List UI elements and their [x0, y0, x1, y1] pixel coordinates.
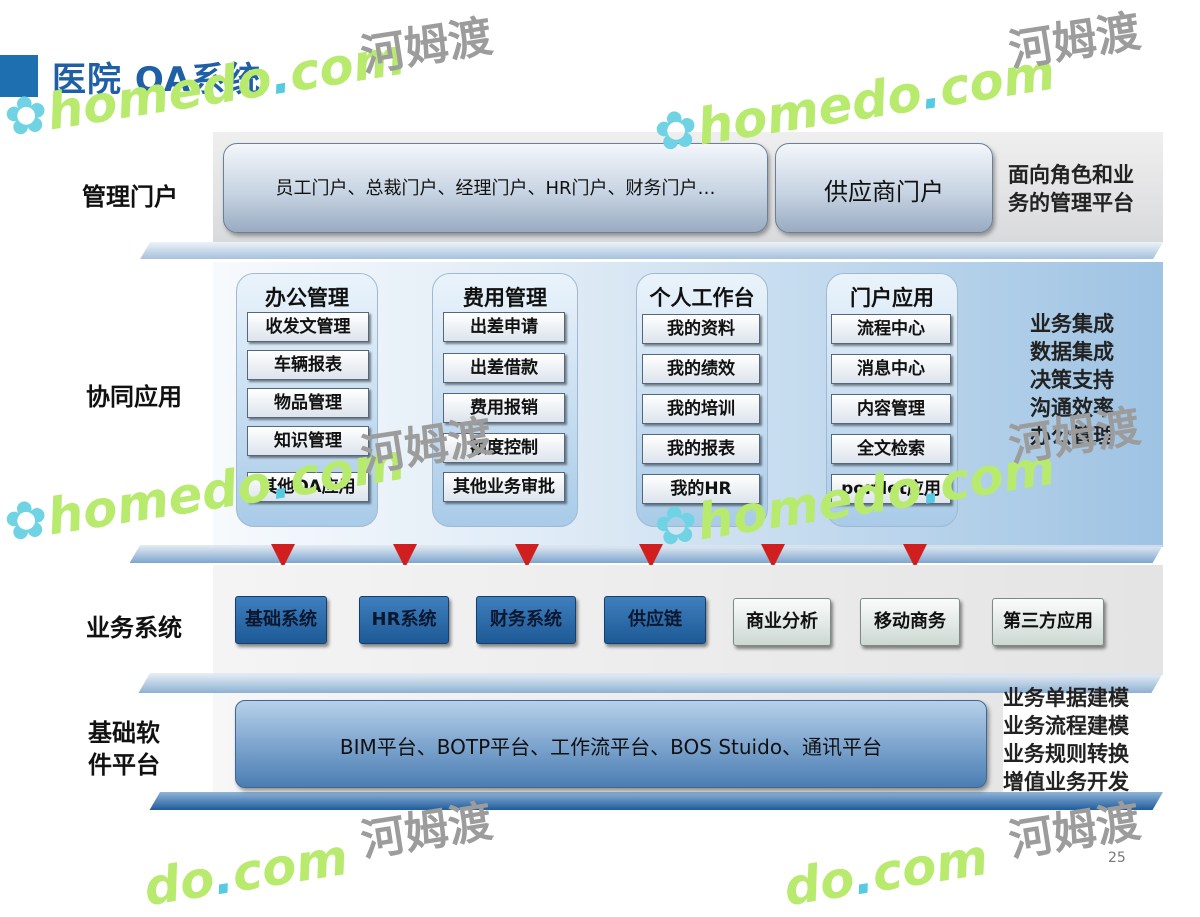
title-accent-bar: [0, 55, 38, 97]
collab-side-text: 业务集成 数据集成 决策支持 沟通效率 办公管理: [1030, 310, 1114, 450]
panel-item: 内容管理: [831, 394, 951, 424]
collab-side-line: 沟通效率: [1030, 396, 1114, 420]
panel-item: 额度控制: [443, 433, 565, 463]
system-basic: 基础系统: [235, 596, 327, 644]
platform-side-line: 增值业务开发: [1003, 770, 1129, 794]
panel-item: 我的报表: [642, 434, 760, 464]
panel-item: 出差借款: [443, 353, 565, 383]
personal-workbench-panel: 个人工作台 我的资料 我的绩效 我的培训 我的报表 我的HR: [636, 273, 768, 527]
platform-side-line: 业务规则转换: [1003, 742, 1129, 766]
platform-side-text: 业务单据建模 业务流程建模 业务规则转换 增值业务开发: [1003, 684, 1129, 796]
supplier-portal-text: 供应商门户: [824, 178, 944, 206]
system-supply-chain: 供应链: [604, 596, 706, 644]
portal-side-line: 务的管理平台: [1008, 191, 1134, 215]
panel-item: 费用报销: [443, 393, 565, 423]
system-mobile-commerce: 移动商务: [860, 598, 960, 646]
platform-label-line: 件平台: [88, 751, 160, 779]
business-layer-label: 业务系统: [86, 614, 182, 642]
platform-box: BIM平台、BOTP平台、工作流平台、BOS Stuido、通讯平台: [235, 700, 987, 788]
system-hr: HR系统: [359, 596, 449, 644]
platform-label-line: 基础软: [88, 719, 160, 747]
panel-item: portlet应用: [831, 474, 951, 504]
panel-item: 其他业务审批: [443, 472, 565, 502]
panel-item: 全文检索: [831, 434, 951, 464]
expense-management-panel: 费用管理 出差申请 出差借款 费用报销 额度控制 其他业务审批: [432, 273, 578, 527]
collab-side-line: 决策支持: [1030, 368, 1114, 392]
supplier-portal-box: 供应商门户: [775, 143, 993, 233]
panel-item: 出差申请: [443, 312, 565, 342]
portal-layer-label: 管理门户: [82, 183, 178, 211]
panel-title: 个人工作台: [649, 286, 755, 310]
portal-apps-panel: 门户应用 流程中心 消息中心 内容管理 全文检索 portlet应用: [826, 273, 958, 527]
panel-title: 办公管理: [265, 286, 349, 310]
page-number: 25: [1108, 850, 1126, 866]
collab-side-line: 业务集成: [1030, 312, 1114, 336]
panel-item: 我的资料: [642, 314, 760, 344]
panel-item: 车辆报表: [247, 350, 369, 380]
collab-side-line: 办公管理: [1030, 424, 1114, 448]
platform-text: BIM平台、BOTP平台、工作流平台、BOS Stuido、通讯平台: [339, 735, 883, 759]
collab-side-line: 数据集成: [1030, 340, 1114, 364]
portal-side-line: 面向角色和业: [1008, 163, 1134, 187]
system-third-party: 第三方应用: [992, 598, 1104, 646]
system-business-analysis: 商业分析: [733, 598, 831, 646]
platform-side-line: 业务流程建模: [1003, 714, 1129, 738]
platform-layer-label: 基础软 件平台: [88, 717, 160, 781]
portal-roles-text: 员工门户、总裁门户、经理门户、HR门户、财务门户…: [275, 178, 716, 199]
panel-item: 其他OA应用: [247, 472, 369, 502]
portal-roles-box: 员工门户、总裁门户、经理门户、HR门户、财务门户…: [223, 143, 768, 233]
panel-item: 收发文管理: [247, 312, 369, 342]
panel-item: 我的培训: [642, 394, 760, 424]
system-finance: 财务系统: [476, 596, 576, 644]
panel-title: 门户应用: [850, 286, 934, 310]
panel-item: 物品管理: [247, 388, 369, 418]
portal-side-text: 面向角色和业 务的管理平台: [1008, 161, 1134, 217]
page-title: 医院 OA系统: [52, 60, 262, 100]
collab-layer-label: 协同应用: [86, 383, 182, 411]
panel-item: 流程中心: [831, 314, 951, 344]
panel-item: 我的HR: [642, 474, 760, 504]
panel-item: 知识管理: [247, 426, 369, 456]
panel-title: 费用管理: [463, 286, 547, 310]
panel-item: 消息中心: [831, 354, 951, 384]
platform-side-line: 业务单据建模: [1003, 686, 1129, 710]
office-management-panel: 办公管理 收发文管理 车辆报表 物品管理 知识管理 其他OA应用: [236, 273, 378, 527]
panel-item: 我的绩效: [642, 354, 760, 384]
